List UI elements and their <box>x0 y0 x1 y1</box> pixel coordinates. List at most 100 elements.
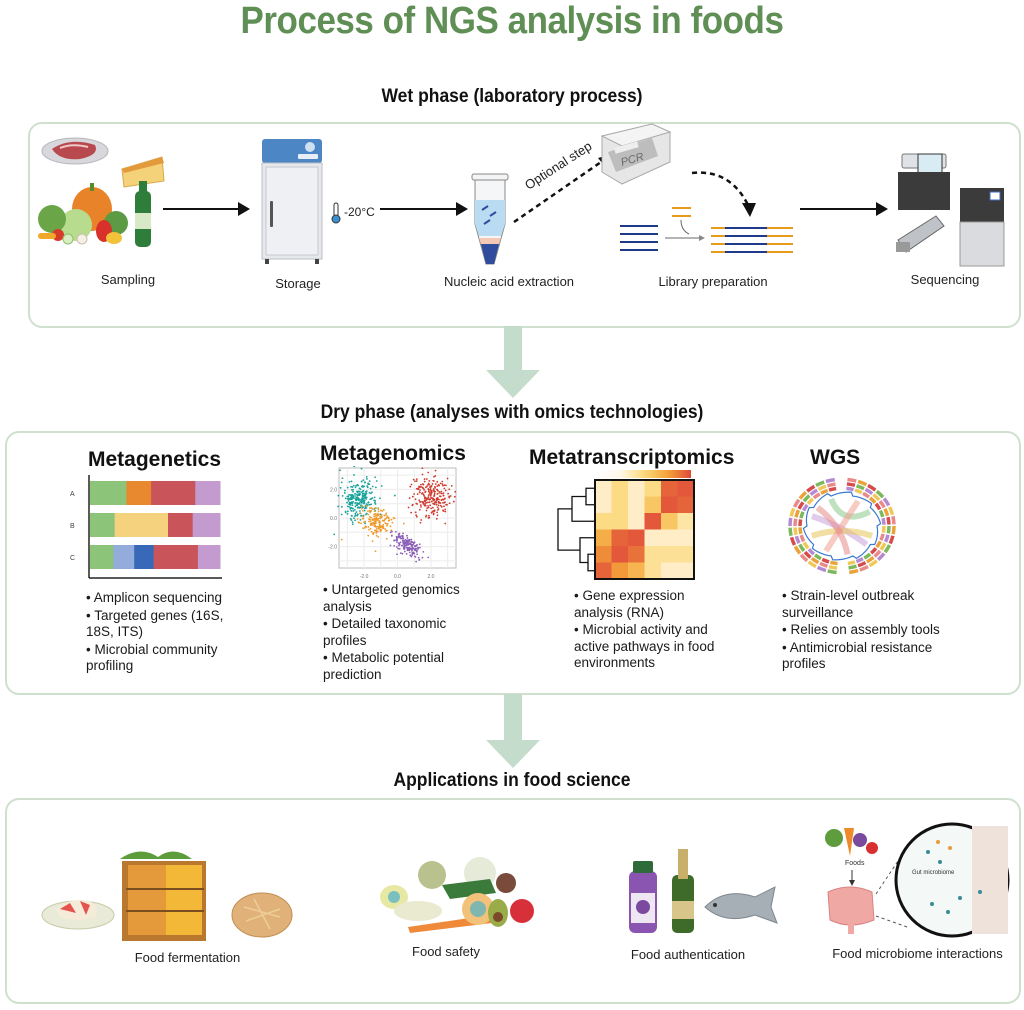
data-point <box>363 521 365 524</box>
data-point <box>351 504 354 507</box>
data-point <box>424 496 426 499</box>
data-point <box>408 542 411 545</box>
data-point <box>452 500 455 503</box>
circos-segment <box>828 564 838 570</box>
data-point <box>417 556 420 559</box>
circos-segment <box>881 525 886 533</box>
data-point <box>362 486 364 488</box>
data-point <box>432 506 434 509</box>
bar-segment-B-red <box>168 513 194 537</box>
data-point <box>349 507 352 510</box>
x-tick-label: -2.0 <box>360 574 369 580</box>
bullet: Metabolic potential prediction <box>323 650 473 683</box>
data-point <box>371 518 374 521</box>
data-point <box>432 512 435 515</box>
data-point <box>449 495 452 497</box>
data-point <box>397 535 400 538</box>
data-point <box>337 494 340 497</box>
data-point <box>354 512 357 515</box>
data-point <box>386 523 389 525</box>
data-point <box>428 501 431 504</box>
data-point <box>377 527 380 530</box>
data-point <box>415 514 418 517</box>
circos-segment <box>809 488 818 496</box>
heatmap-cell <box>628 480 645 497</box>
circos-segment <box>859 564 869 572</box>
data-point <box>364 525 367 528</box>
circos-segment <box>819 561 828 568</box>
spoiled-food-icon <box>380 857 534 933</box>
data-point <box>420 519 423 521</box>
data-point <box>409 547 412 550</box>
data-point <box>344 510 347 513</box>
data-point <box>444 510 447 513</box>
data-point <box>429 494 432 497</box>
x-tick-label: 0.0 <box>394 574 401 580</box>
circos-segment <box>847 560 856 566</box>
data-point <box>352 494 354 497</box>
data-point <box>401 534 404 537</box>
app-label-food-safety: Food safety <box>412 944 480 959</box>
heatmap-cell <box>611 562 629 580</box>
data-point <box>405 540 408 543</box>
data-point <box>378 523 381 525</box>
heatmap-cell <box>677 546 695 563</box>
data-point <box>398 543 401 546</box>
data-point <box>396 553 398 556</box>
data-point <box>370 530 373 533</box>
data-point <box>386 524 388 527</box>
data-point <box>400 535 402 538</box>
data-point <box>359 500 362 503</box>
data-point <box>375 480 378 482</box>
circos-segment <box>881 517 886 525</box>
circos-segment <box>870 547 878 555</box>
data-point <box>362 499 365 501</box>
circos-segment <box>826 482 836 488</box>
data-point <box>351 523 354 526</box>
heatmap-cell <box>677 513 695 530</box>
bar-segment-B-yellow <box>114 513 169 537</box>
data-point <box>434 500 437 503</box>
data-point <box>436 514 439 517</box>
data-point <box>444 501 446 504</box>
data-point <box>365 496 368 499</box>
data-point <box>432 489 435 491</box>
cluster-red <box>407 467 457 525</box>
data-point <box>428 480 431 482</box>
data-point <box>430 500 433 503</box>
heatmap-cell <box>677 529 695 547</box>
heatmap-cell <box>644 529 662 547</box>
app-label-food-microbiome-interactions: Food microbiome interactions <box>832 946 1003 961</box>
data-point <box>354 498 357 501</box>
data-point <box>418 491 421 494</box>
data-point <box>380 515 383 518</box>
heatmap-cell <box>595 496 612 514</box>
circos-segment <box>792 498 801 508</box>
data-point <box>414 498 417 501</box>
heatmap-cell <box>628 529 645 547</box>
data-point <box>367 482 370 485</box>
circos-segment <box>802 494 811 503</box>
data-point <box>390 529 393 532</box>
data-point <box>416 493 419 496</box>
data-point <box>427 556 430 559</box>
circos-segment <box>794 509 801 518</box>
thermometer-icon <box>331 202 341 224</box>
data-point <box>365 512 368 515</box>
data-point <box>422 501 425 504</box>
metagenetics-stacked-bar-chart: ABC <box>70 475 222 579</box>
circos-segment <box>864 487 874 496</box>
data-point <box>366 485 369 488</box>
category-label: B <box>70 523 75 530</box>
circos-segment <box>868 496 877 504</box>
metatranscriptomics-title: Metatranscriptomics <box>529 446 735 469</box>
data-point <box>374 524 376 527</box>
circos-segment <box>827 569 837 575</box>
data-point <box>385 537 388 540</box>
data-point <box>365 504 368 507</box>
gut-microbiome-label: Gut microbiome <box>912 870 955 876</box>
data-point <box>347 500 350 502</box>
data-point <box>442 501 444 504</box>
data-point <box>437 483 440 486</box>
data-point <box>436 498 439 501</box>
